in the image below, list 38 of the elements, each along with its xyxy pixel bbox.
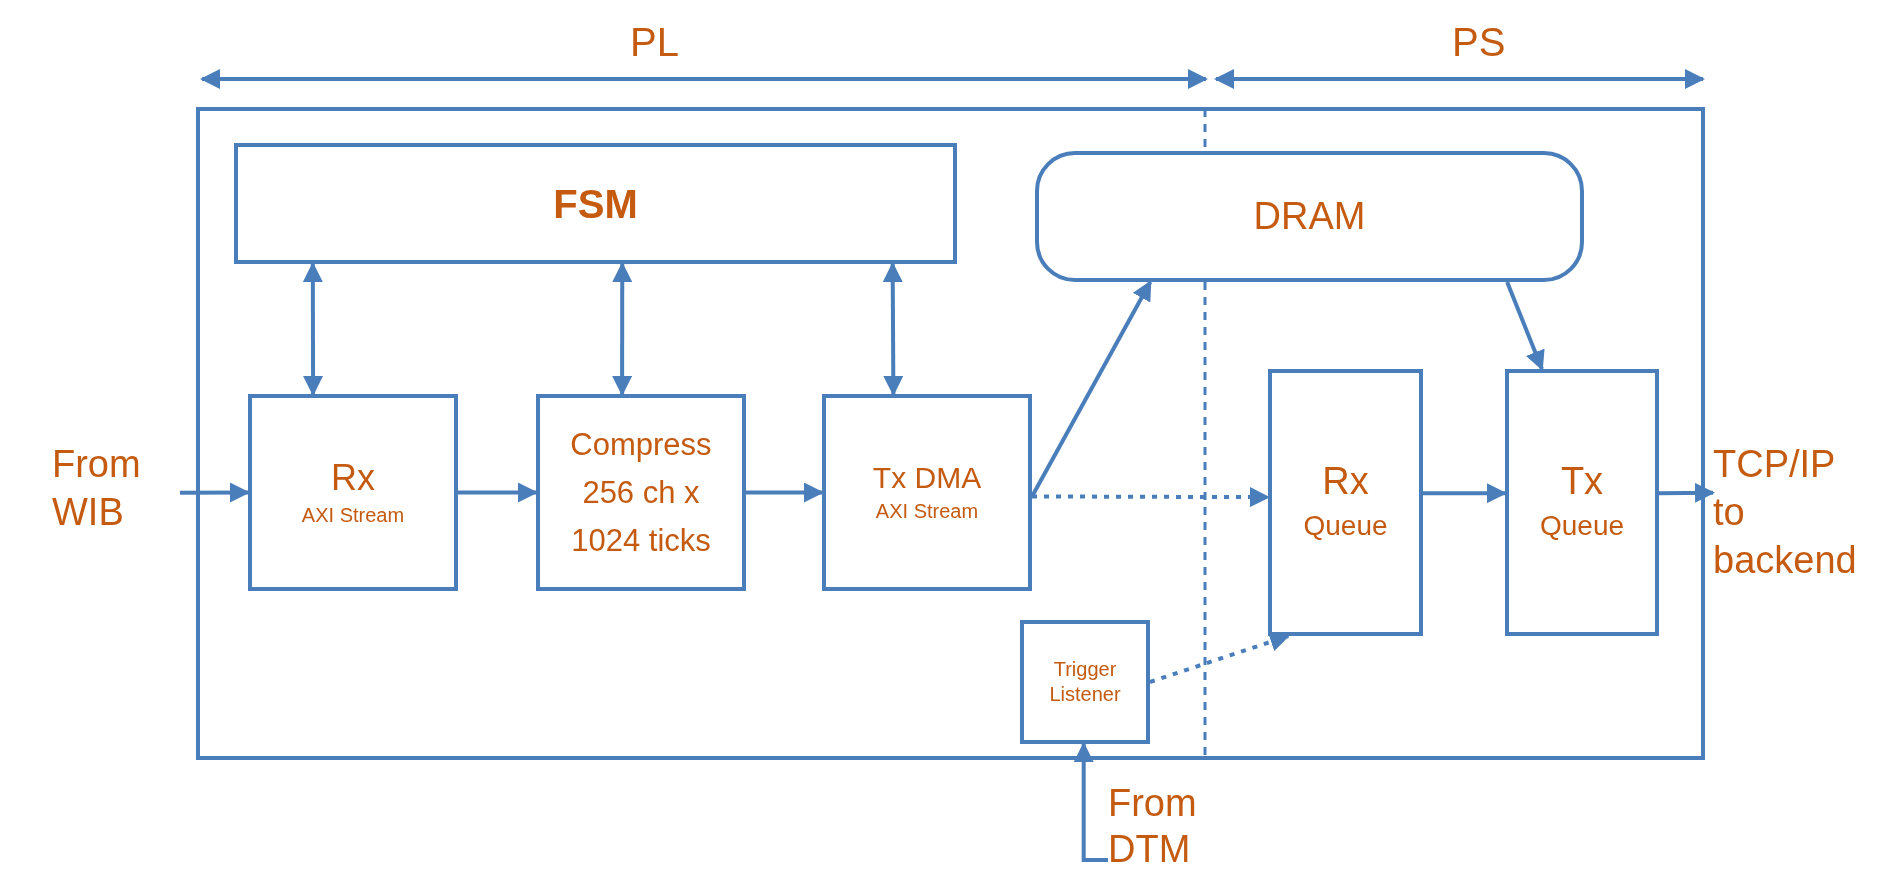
box-title: Tx [1560,458,1604,504]
process-box [822,394,1032,591]
arrow [746,482,824,503]
box-title: DRAM [1253,194,1366,239]
arrow [180,482,250,503]
process-box [536,394,746,591]
outer-box [196,107,1705,760]
box-subtitle: AXI Stream [875,499,979,525]
process-box [234,143,957,264]
arrow [302,262,324,396]
box-title: Compress 256 ch x 1024 ticks [569,425,713,560]
box-subtitle: Queue [1539,509,1625,544]
box-subtitle: AXI Stream [301,503,405,528]
box-title: Trigger Listener [1048,657,1122,707]
memory-box [1035,151,1584,282]
input-text: From DTM [1108,781,1198,872]
arrow [458,482,538,503]
region-label: PS [1452,22,1506,62]
box-title: Tx DMA [872,459,982,496]
arrow [1032,487,1270,508]
region-label: PL [630,22,679,62]
arrow [1505,281,1545,371]
arrow [612,262,633,396]
process-box [248,394,458,591]
queue-box [1268,369,1423,636]
input-text: From WIB [52,442,142,535]
arrow [1073,742,1108,862]
arrow [1030,280,1153,498]
box-title: Rx [1322,458,1369,504]
output-text: TCP/IP to backend [1713,442,1858,583]
arrow [882,262,904,396]
process-box [1020,620,1150,744]
box-title: Rx [331,456,375,500]
box-title: FSM [553,180,638,228]
arrow [1423,483,1507,504]
queue-box [1505,369,1659,636]
box-subtitle: Queue [1303,509,1388,544]
arrow [1658,482,1715,503]
